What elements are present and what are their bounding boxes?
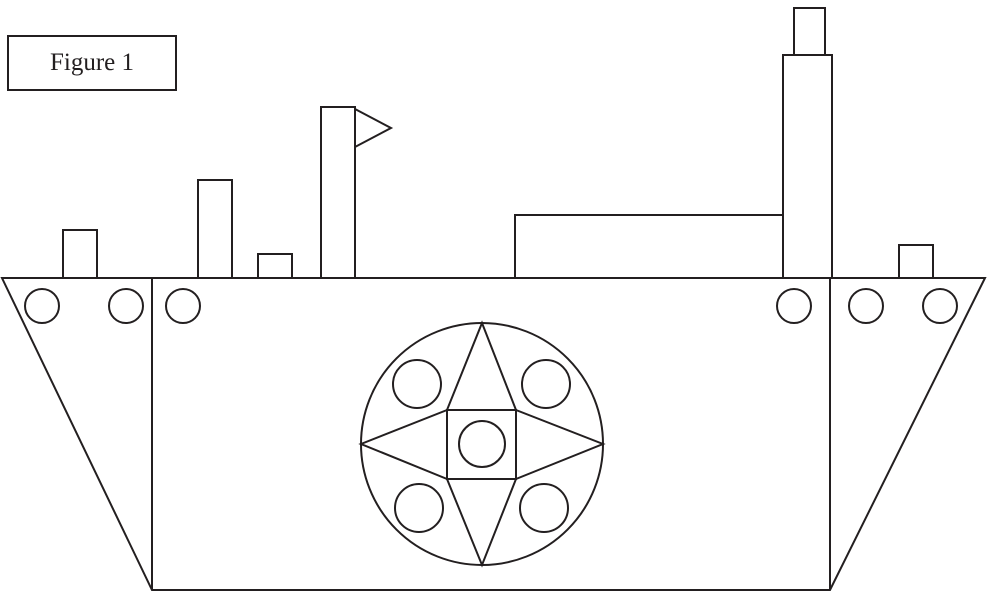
tall-cabin [198,180,232,278]
hull-outline [2,278,985,590]
emblem-corner-circle [393,360,441,408]
porthole [166,289,200,323]
emblem-center-circle [459,421,505,467]
long-deckhouse [515,215,783,278]
flag [355,109,391,147]
hull-emblem [361,323,603,565]
right-small-cabin [899,245,933,278]
short-cabin [258,254,292,278]
porthole [923,289,957,323]
emblem-outer-circle [361,323,603,565]
porthole [109,289,143,323]
smokestack-cap [794,8,825,55]
emblem-corner-circle [395,484,443,532]
porthole [849,289,883,323]
flag-mast [321,107,355,278]
porthole [777,289,811,323]
smokestack [783,55,832,278]
emblem-star [361,323,603,565]
figure-label: Figure 1 [7,35,177,91]
porthole [25,289,59,323]
emblem-corner-circle [520,484,568,532]
figure-label-text: Figure 1 [50,49,134,77]
emblem-corner-circle [522,360,570,408]
left-small-cabin [63,230,97,278]
